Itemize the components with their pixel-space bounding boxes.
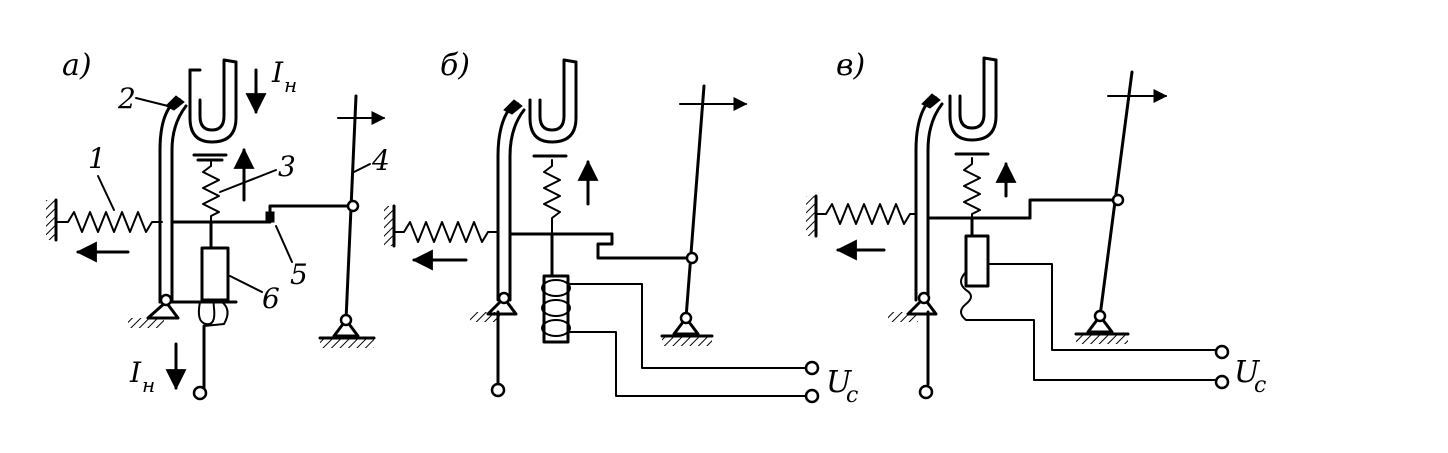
spring-3-b bbox=[543, 159, 561, 235]
panel-b: б) U c bbox=[384, 48, 858, 408]
svg-text:c: c bbox=[1254, 373, 1266, 398]
latch-lever-a bbox=[158, 98, 182, 304]
panel-b-label: б) bbox=[440, 48, 470, 83]
svg-text:c: c bbox=[846, 383, 858, 408]
voltage-label-b: U c bbox=[826, 365, 858, 408]
panel-c-label: в) bbox=[836, 48, 865, 83]
spring-1-b bbox=[393, 221, 499, 243]
panel-a-label: а) bbox=[62, 48, 92, 83]
spring-1-c bbox=[815, 203, 917, 225]
spring-3-c bbox=[963, 157, 981, 219]
spring-3-a bbox=[202, 159, 220, 223]
callout-1: 1 bbox=[88, 142, 106, 175]
svg-text:I: I bbox=[129, 356, 142, 389]
voltage-label-c: U c bbox=[1234, 355, 1266, 398]
callout-5: 5 bbox=[290, 258, 308, 291]
svg-text:I: I bbox=[271, 56, 284, 89]
callout-6: 6 bbox=[262, 282, 280, 315]
latch-lever-b bbox=[496, 102, 520, 302]
u-contact-a bbox=[188, 60, 238, 144]
callout-4: 4 bbox=[371, 144, 390, 177]
panel-c: в) U c bbox=[806, 48, 1266, 400]
latch-lever-c bbox=[914, 96, 938, 302]
u-contact-b bbox=[528, 60, 578, 144]
panel-a: а) bbox=[46, 48, 390, 401]
u-contact-c bbox=[948, 58, 998, 142]
current-label-top-a: I н bbox=[271, 56, 297, 97]
svg-text:н: н bbox=[142, 373, 155, 397]
svg-text:U: U bbox=[1234, 355, 1261, 390]
element-c bbox=[964, 234, 990, 288]
callout-3: 3 bbox=[278, 150, 296, 183]
coil-b bbox=[542, 274, 570, 344]
spring-1-a bbox=[55, 211, 163, 233]
lever-4-c bbox=[1098, 70, 1134, 318]
lever-4-b bbox=[684, 84, 706, 320]
wall-a bbox=[46, 200, 56, 240]
element-6-a bbox=[200, 246, 230, 302]
current-label-bottom-a: I н bbox=[129, 356, 155, 397]
svg-text:н: н bbox=[284, 73, 297, 97]
svg-text:U: U bbox=[826, 365, 853, 400]
callout-2: 2 bbox=[117, 82, 136, 115]
